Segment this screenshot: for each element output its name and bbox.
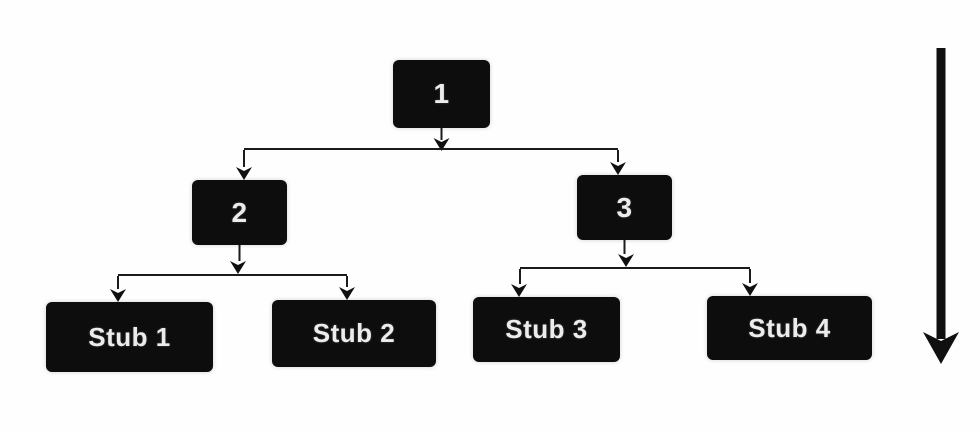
connector-rail-to-stub1 bbox=[110, 276, 126, 302]
arrowhead-down-icon bbox=[230, 261, 246, 274]
node-1-label: 1 bbox=[433, 78, 450, 109]
arrowhead-down-icon bbox=[511, 284, 527, 297]
node-1: 1 bbox=[393, 60, 490, 128]
connector-rail-to-stub4 bbox=[742, 269, 758, 296]
node-stub-2: Stub 2 bbox=[272, 300, 436, 367]
arrowhead-down-icon bbox=[339, 287, 355, 300]
connector-node3-to-rail bbox=[520, 240, 750, 269]
node-3-label: 3 bbox=[616, 191, 633, 223]
node-stub-1: Stub 1 bbox=[46, 302, 213, 372]
arrowhead-down-icon bbox=[433, 138, 450, 151]
node-2: 2 bbox=[192, 180, 287, 245]
arrowhead-down-icon bbox=[110, 289, 126, 302]
arrowhead-down-icon bbox=[618, 254, 634, 267]
stub-1-label: Stub 1 bbox=[88, 321, 171, 352]
node-stub-3: Stub 3 bbox=[473, 297, 620, 362]
connector-rail-to-node3 bbox=[610, 150, 626, 175]
stub-4-label: Stub 4 bbox=[748, 312, 831, 343]
node-stub-4: Stub 4 bbox=[707, 296, 872, 360]
stub-3-label: Stub 3 bbox=[505, 314, 588, 344]
connector-rail-to-stub3 bbox=[511, 269, 527, 297]
node-2-label: 2 bbox=[231, 196, 248, 228]
connector-node2-to-rail bbox=[118, 245, 347, 276]
stub-2-label: Stub 2 bbox=[312, 318, 396, 348]
big-arrowhead-down-icon bbox=[923, 332, 959, 364]
node-3: 3 bbox=[577, 175, 672, 240]
arrowhead-down-icon bbox=[610, 162, 626, 175]
connector-rail-to-stub2 bbox=[339, 276, 355, 300]
arrowhead-down-icon bbox=[742, 283, 758, 296]
arrowhead-down-icon bbox=[236, 167, 252, 180]
flow-direction-arrow bbox=[923, 48, 959, 364]
connector-rail-to-node2 bbox=[236, 150, 252, 180]
connector-node1-to-rail bbox=[244, 128, 618, 151]
